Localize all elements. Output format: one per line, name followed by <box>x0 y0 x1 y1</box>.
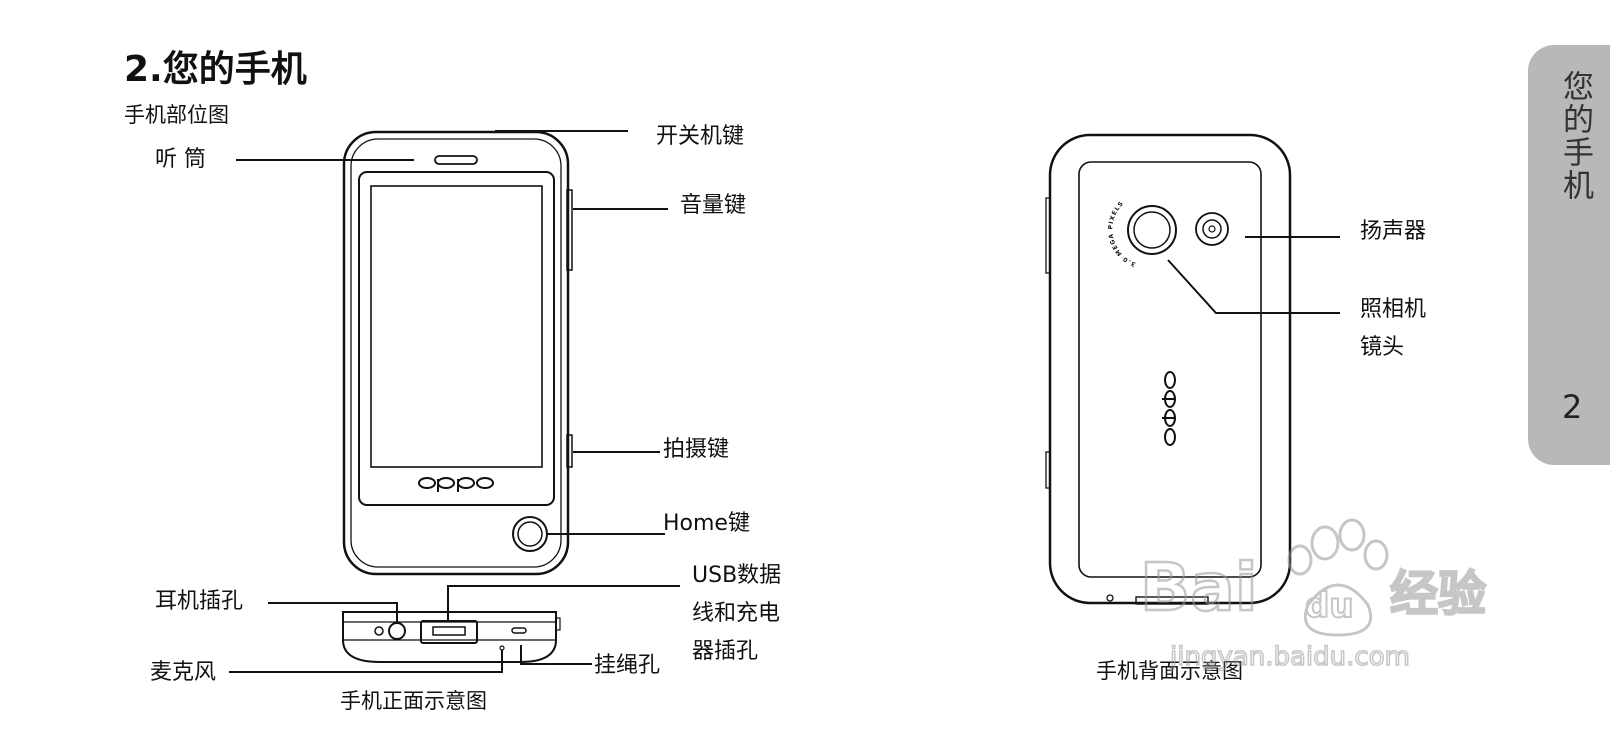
camera-button <box>566 434 573 468</box>
label-home-key: Home键 <box>663 511 750 536</box>
label-camera-key: 拍摄键 <box>663 437 730 462</box>
side-tab-title: 您的手机 <box>1557 70 1593 202</box>
label-strap-hole: 挂绳孔 <box>594 653 661 678</box>
side-tab <box>1528 45 1610 465</box>
label-usb-port-line1: USB数据 <box>692 563 782 588</box>
svg-text:du: du <box>1305 586 1354 626</box>
page-title: 2.您的手机 <box>124 49 307 90</box>
label-speaker: 扬声器 <box>1360 219 1427 244</box>
label-camera-lens-line1: 照相机 <box>1360 297 1427 322</box>
strap-hole <box>511 627 527 634</box>
front-leader-lines <box>229 130 680 673</box>
svg-text:Bai: Bai <box>1140 549 1257 626</box>
label-power-key: 开关机键 <box>656 124 745 149</box>
svg-text:jingyan.baidu.com: jingyan.baidu.com <box>1169 642 1410 672</box>
speaker-grille <box>1195 212 1229 246</box>
earpiece-slot <box>434 155 478 165</box>
label-earpiece: 听 筒 <box>155 147 206 172</box>
front-phone-illustration <box>342 130 573 576</box>
section-subtitle: 手机部位图 <box>124 103 229 127</box>
label-camera-lens-line2: 镜头 <box>1360 335 1405 360</box>
volume-button <box>566 189 573 271</box>
label-volume-key: 音量键 <box>680 193 747 218</box>
headphone-icon <box>374 626 384 636</box>
back-leader-lines <box>1167 236 1340 314</box>
microphone-hole <box>499 645 505 651</box>
page-number: 2 <box>1562 388 1583 426</box>
headphone-jack <box>388 622 406 640</box>
caption-back: 手机背面示意图 <box>1096 659 1243 683</box>
back-phone-illustration <box>1045 133 1292 605</box>
oppo-logo-vertical <box>1162 371 1176 446</box>
label-headphone-jack: 耳机插孔 <box>155 589 244 614</box>
svg-text:经验: 经验 <box>1390 566 1486 622</box>
caption-front: 手机正面示意图 <box>340 689 487 713</box>
label-usb-port-line3: 器插孔 <box>692 639 759 664</box>
bottom-view-illustration <box>342 611 561 663</box>
label-microphone: 麦克风 <box>150 660 217 685</box>
oppo-logo <box>418 477 494 492</box>
label-usb-port-line2: 线和充电 <box>692 601 781 626</box>
baidu-watermark: Bai du 经验 jingyan.baidu.com <box>1140 518 1487 673</box>
camera-megapixel-text: 3.0 MEGA PIXELS <box>1107 200 1136 268</box>
camera-lens <box>1127 205 1177 255</box>
